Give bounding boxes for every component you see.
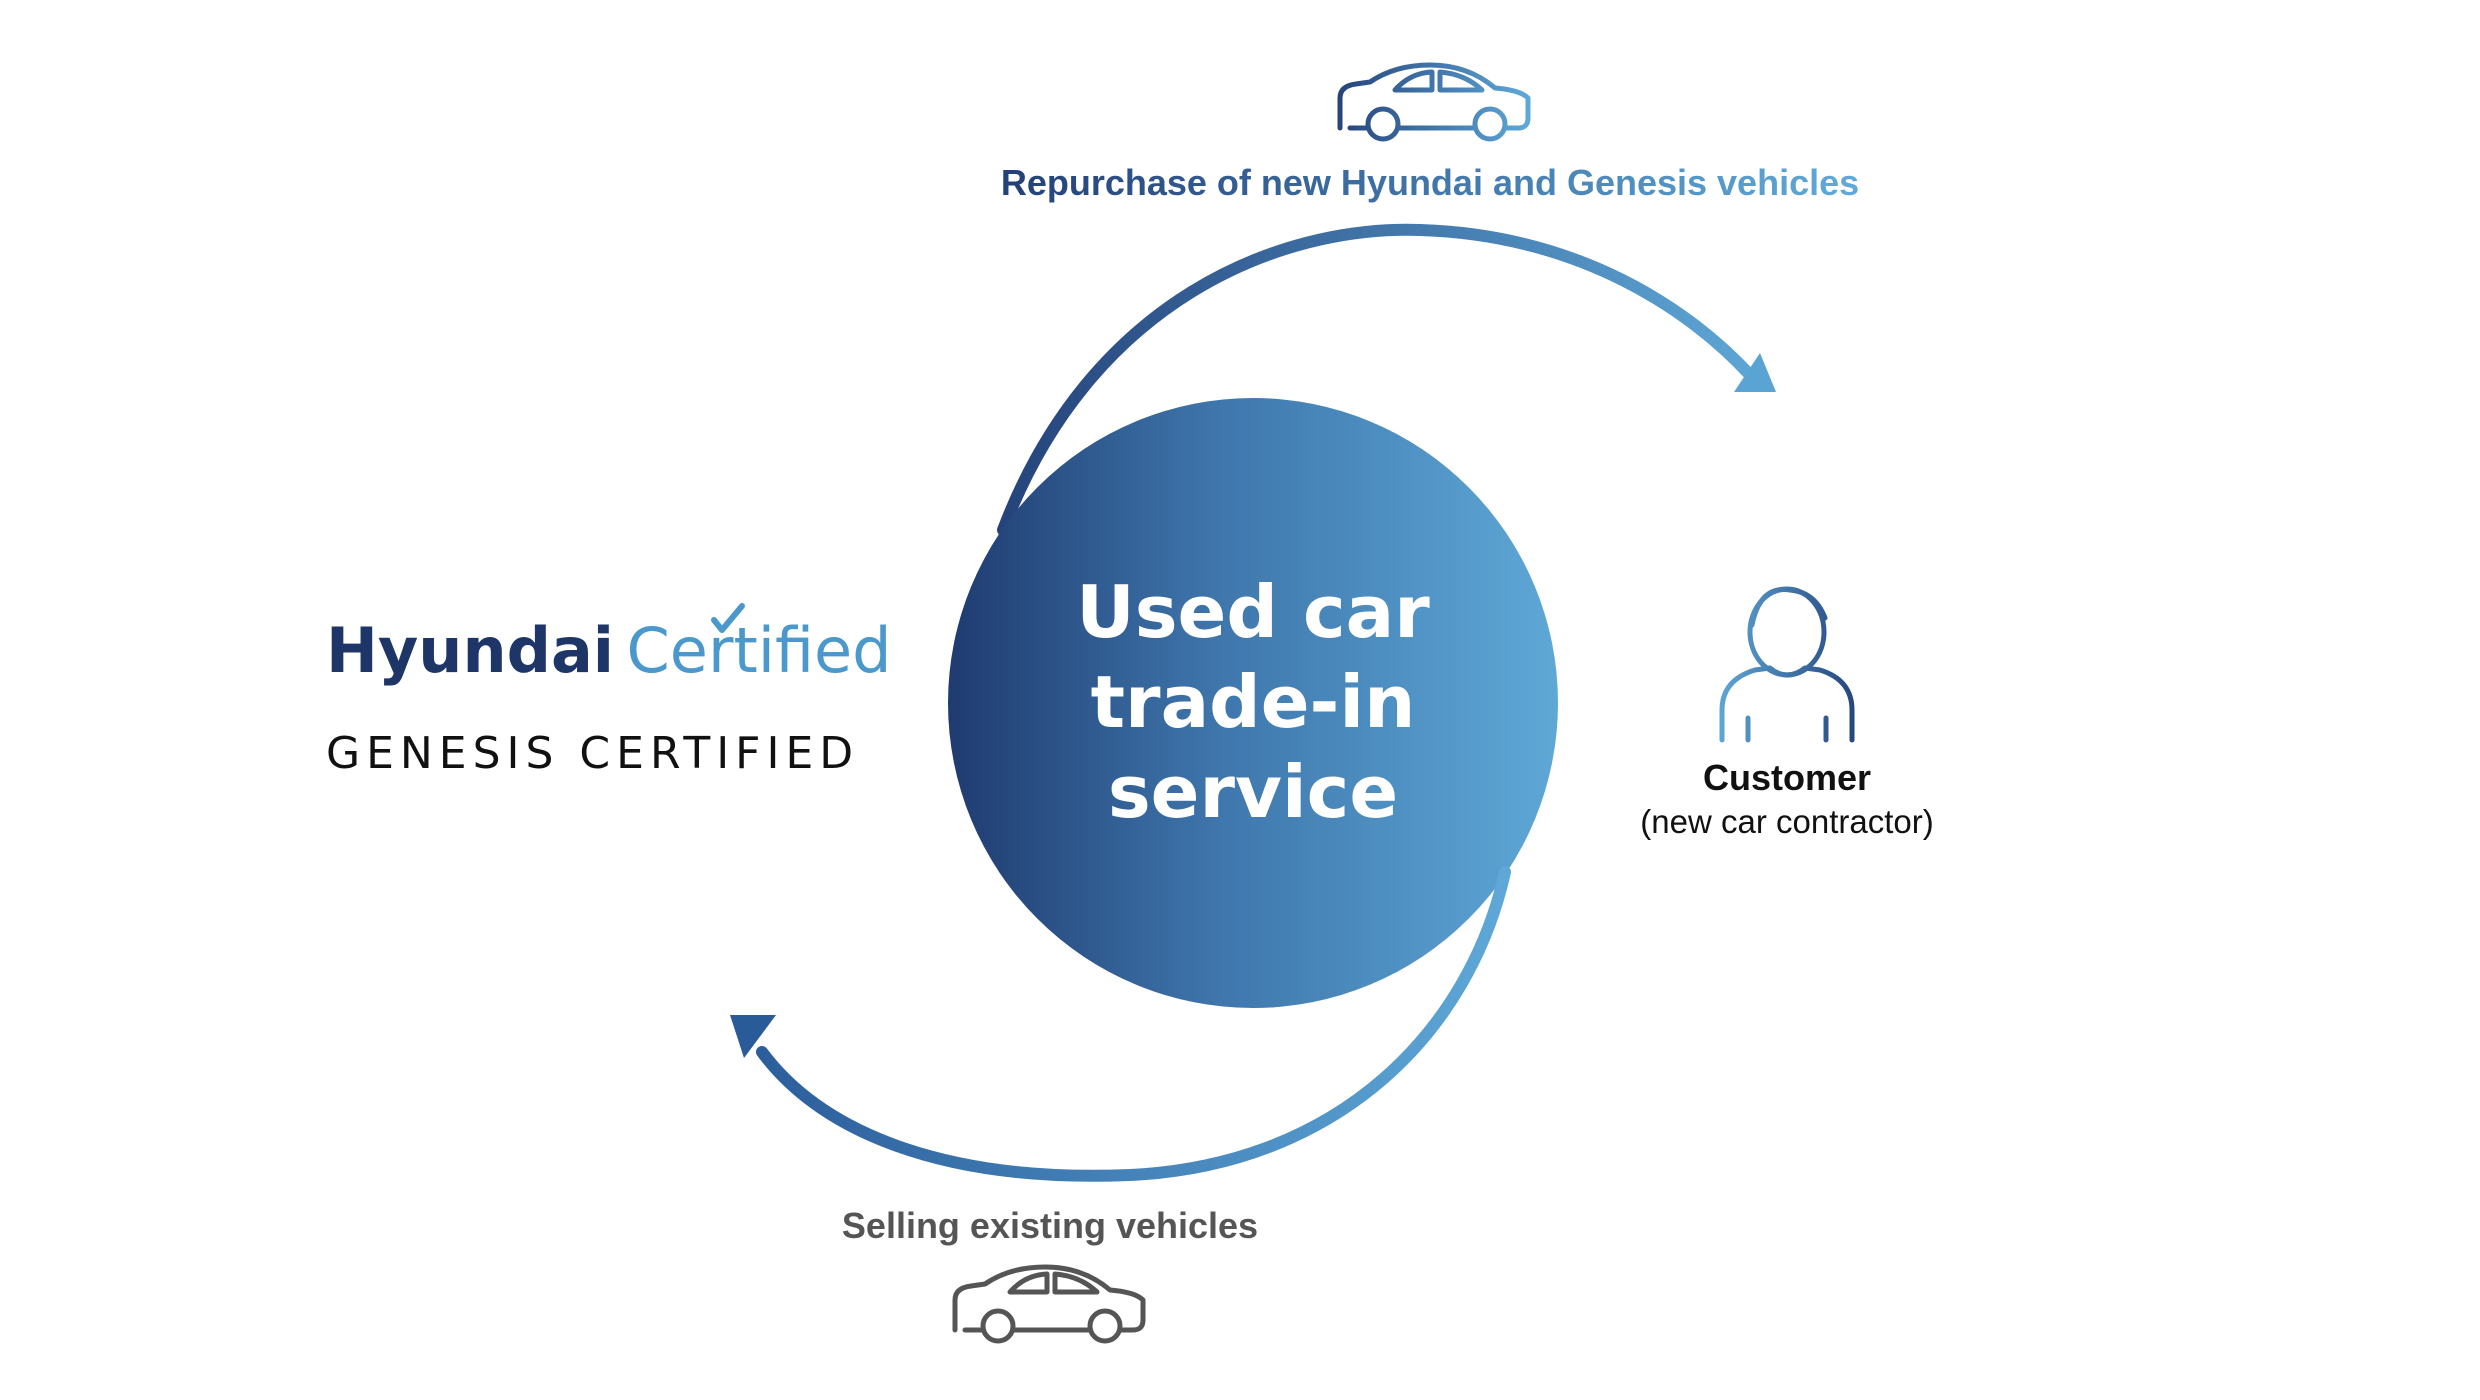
bottom-label: Selling existing vehicles	[842, 1205, 1258, 1246]
customer-subtitle: (new car contractor)	[1640, 803, 1933, 840]
customer-title: Customer	[1703, 757, 1871, 798]
svg-text:Hyundai Certified: Hyundai Certified	[326, 614, 892, 687]
person-icon	[1719, 586, 1855, 743]
genesis-certified-logo: GENESIS CERTIFIED	[326, 728, 859, 779]
center-label-line2: trade-in	[1091, 660, 1416, 744]
selling-arc	[756, 866, 1511, 1182]
repurchase-arc	[997, 223, 1756, 536]
hyundai-certified-logo: Hyundai Certified	[326, 603, 892, 687]
certified-word: Certified	[627, 614, 892, 687]
center-label-line1: Used car	[1076, 570, 1430, 654]
center-label-line3: service	[1108, 750, 1398, 834]
hyundai-word: Hyundai	[326, 614, 614, 687]
center-circle	[948, 398, 1558, 1008]
car-icon	[1337, 62, 1531, 142]
repurchase-arrowhead	[1734, 353, 1776, 392]
center-label: Used car trade-in service	[1076, 570, 1430, 834]
car-icon	[952, 1264, 1146, 1344]
checkmark-icon	[711, 603, 745, 633]
top-label: Repurchase of new Hyundai and Genesis ve…	[1001, 162, 1859, 203]
selling-arrowhead	[730, 1015, 776, 1058]
